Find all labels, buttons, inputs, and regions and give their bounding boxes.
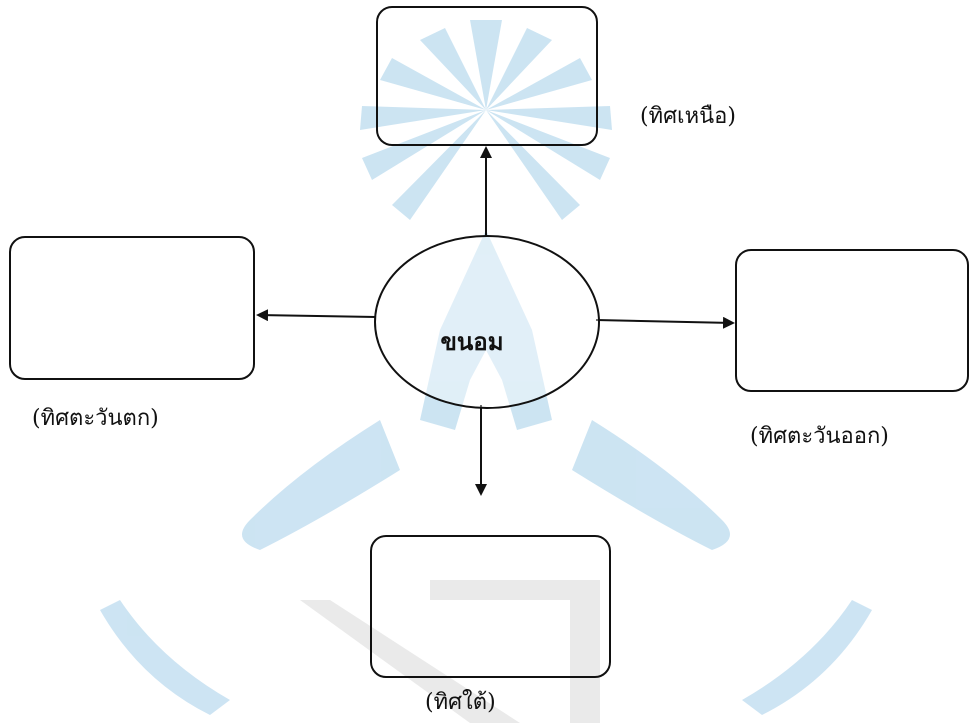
caption-north: (ทิศเหนือ) (640, 104, 736, 129)
left-wing-shape (242, 420, 400, 550)
caption-west: (ทิศตะวันตก) (32, 406, 159, 431)
box-west (9, 236, 255, 380)
right-flourish (742, 600, 872, 715)
left-flourish (100, 600, 230, 715)
right-wing-shape (572, 420, 730, 550)
connector-west (256, 309, 377, 322)
caption-east: (ทิศตะวันออก) (750, 424, 889, 449)
box-east (735, 249, 969, 392)
box-south (370, 535, 611, 678)
connector-east (595, 316, 735, 329)
center-label: ขนอม (440, 327, 504, 356)
box-north (376, 6, 598, 146)
caption-south: (ทิศใต้) (425, 690, 496, 715)
